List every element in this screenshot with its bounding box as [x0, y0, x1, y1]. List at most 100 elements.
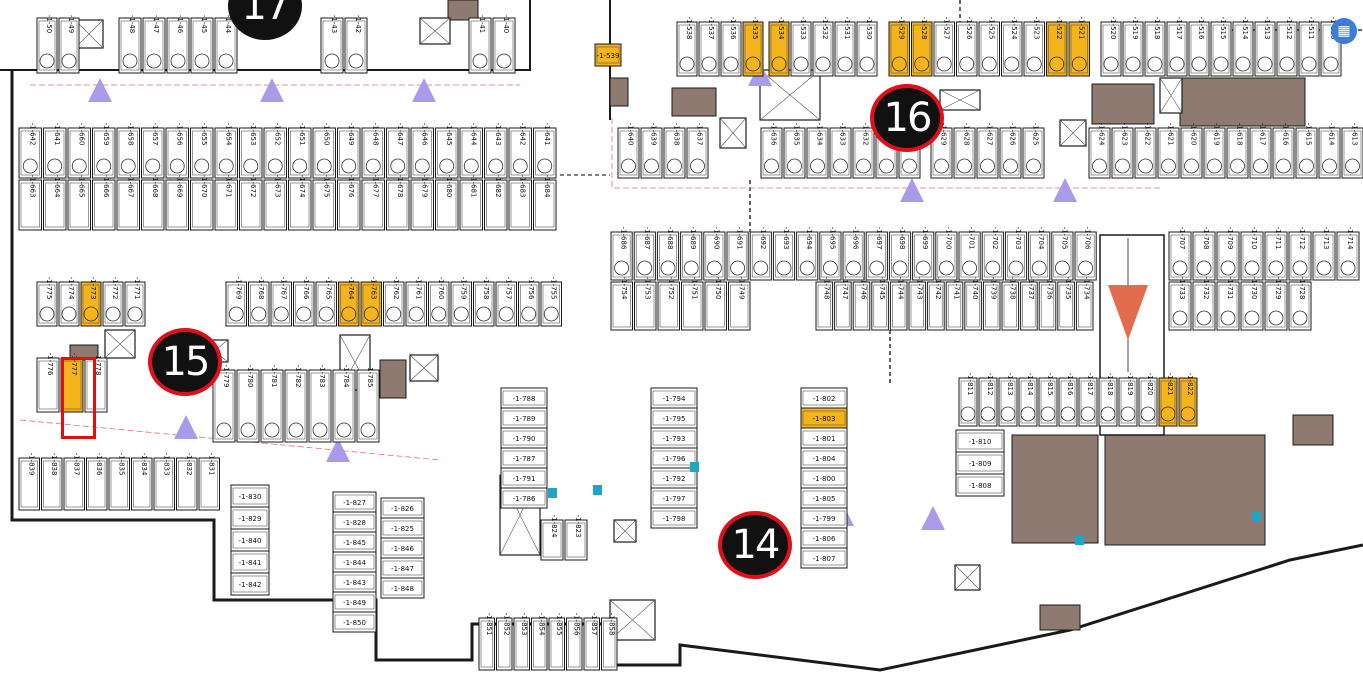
parking-space[interactable]: -1-813	[998, 373, 1018, 427]
parking-space[interactable]: -1-520	[1100, 17, 1122, 77]
parking-space[interactable]: -1-845	[332, 531, 377, 553]
parking-space[interactable]: -1-774	[58, 277, 80, 327]
parking-space[interactable]: -1-815	[1038, 373, 1058, 427]
parking-space[interactable]: -1-619	[1203, 123, 1226, 179]
parking-space[interactable]: -1-626	[999, 123, 1022, 179]
parking-space[interactable]: -1-49	[58, 15, 80, 74]
parking-space[interactable]: -1-645	[435, 123, 459, 179]
parking-space[interactable]: -1-697	[865, 227, 888, 281]
parking-space[interactable]: -1-746	[852, 277, 871, 331]
parking-space[interactable]: -1-676	[337, 175, 361, 231]
parking-space[interactable]: -1-671	[214, 175, 238, 231]
parking-space[interactable]: -1-756	[518, 277, 540, 327]
parking-space[interactable]: -1-729	[1264, 277, 1288, 331]
parking-space[interactable]: -1-539	[594, 43, 622, 67]
parking-space[interactable]: -1-702	[981, 227, 1004, 281]
parking-space[interactable]: -1-651	[288, 123, 312, 179]
parking-space[interactable]: -1-677	[361, 175, 385, 231]
parking-space[interactable]: -1-663	[18, 175, 42, 231]
parking-space[interactable]: -1-842	[230, 572, 270, 596]
parking-space[interactable]: -1-764	[338, 277, 360, 327]
parking-space[interactable]: -1-700	[935, 227, 958, 281]
parking-space[interactable]: -1-792	[650, 467, 698, 489]
parking-space[interactable]: -1-706	[1074, 227, 1097, 281]
parking-space[interactable]: -1-709	[1216, 227, 1240, 281]
parking-space[interactable]: -1-615	[1295, 123, 1318, 179]
parking-space[interactable]: -1-825	[380, 517, 425, 539]
parking-space[interactable]: -1-642	[508, 123, 532, 179]
parking-space[interactable]: -1-827	[332, 491, 377, 513]
parking-space[interactable]: -1-823	[564, 515, 588, 561]
parking-space[interactable]: -1-796	[650, 447, 698, 469]
parking-space[interactable]: -1-628	[953, 123, 976, 179]
parking-space[interactable]: -1-529	[888, 17, 910, 77]
parking-space[interactable]: -1-617	[1249, 123, 1272, 179]
parking-space[interactable]: -1-642	[18, 123, 42, 179]
parking-space[interactable]: -1-634	[806, 123, 829, 179]
parking-space[interactable]: -1-826	[380, 497, 425, 519]
parking-space[interactable]: -1-765	[315, 277, 337, 327]
parking-space[interactable]: -1-804	[800, 447, 848, 469]
parking-space[interactable]: -1-743	[908, 277, 927, 331]
parking-space[interactable]: -1-672	[239, 175, 263, 231]
parking-space[interactable]: -1-832	[176, 453, 198, 511]
parking-space[interactable]: -1-684	[533, 175, 557, 231]
parking-space[interactable]: -1-783	[308, 365, 332, 443]
parking-space[interactable]: -1-784	[332, 365, 356, 443]
parking-space[interactable]: -1-523	[1023, 17, 1045, 77]
parking-space[interactable]: -1-752	[657, 277, 680, 331]
parking-space[interactable]: -1-808	[955, 473, 1005, 497]
parking-space[interactable]: -1-848	[380, 577, 425, 599]
parking-space[interactable]: -1-44	[214, 15, 238, 74]
parking-space[interactable]: -1-538	[676, 17, 698, 77]
parking-space[interactable]: -1-791	[500, 467, 548, 489]
parking-space[interactable]: -1-788	[500, 387, 548, 409]
parking-space[interactable]: -1-793	[650, 427, 698, 449]
parking-space[interactable]: -1-699	[912, 227, 935, 281]
parking-space[interactable]: -1-649	[337, 123, 361, 179]
parking-space[interactable]: -1-632	[852, 123, 875, 179]
parking-space[interactable]: -1-513	[1254, 17, 1276, 77]
parking-space[interactable]: -1-512	[1276, 17, 1298, 77]
parking-space[interactable]: -1-838	[41, 453, 63, 511]
parking-space[interactable]: -1-531	[834, 17, 856, 77]
parking-space[interactable]: -1-742	[927, 277, 945, 331]
parking-space[interactable]: -1-744	[889, 277, 908, 331]
parking-space[interactable]: -1-665	[67, 175, 91, 231]
parking-space[interactable]: -1-515	[1210, 17, 1232, 77]
parking-space[interactable]: -1-776	[36, 353, 60, 413]
parking-space[interactable]: -1-713	[1312, 227, 1336, 281]
parking-space[interactable]: -1-767	[270, 277, 292, 327]
parking-space[interactable]: -1-638	[663, 123, 686, 179]
parking-space[interactable]: -1-807	[800, 547, 848, 569]
parking-space[interactable]: -1-844	[332, 551, 377, 573]
parking-space[interactable]: -1-772	[102, 277, 124, 327]
parking-space[interactable]: -1-739	[982, 277, 1001, 331]
parking-space[interactable]: -1-683	[508, 175, 532, 231]
parking-space[interactable]: -1-755	[540, 277, 562, 327]
parking-space[interactable]: -1-741	[945, 277, 964, 331]
parking-space[interactable]: -1-811	[958, 373, 978, 427]
parking-space[interactable]: -1-625	[1022, 123, 1045, 179]
parking-space[interactable]: -1-691	[726, 227, 749, 281]
parking-space[interactable]: -1-754	[610, 277, 633, 331]
parking-space[interactable]: -1-836	[86, 453, 108, 511]
parking-space[interactable]: -1-771	[124, 277, 146, 327]
parking-space[interactable]: -1-652	[263, 123, 287, 179]
parking-space[interactable]: -1-519	[1122, 17, 1144, 77]
parking-space[interactable]: -1-768	[248, 277, 270, 327]
parking-space[interactable]: -1-694	[796, 227, 819, 281]
parking-space[interactable]: -1-830	[230, 484, 270, 508]
parking-space[interactable]: -1-50	[36, 15, 58, 74]
parking-space[interactable]: -1-819	[1118, 373, 1138, 427]
parking-space[interactable]: -1-641	[533, 123, 557, 179]
parking-space[interactable]: -1-803	[800, 407, 848, 429]
parking-space[interactable]: -1-705	[1051, 227, 1074, 281]
parking-space[interactable]: -1-853	[513, 613, 530, 671]
parking-space[interactable]: -1-674	[288, 175, 312, 231]
parking-space[interactable]: -1-843	[332, 571, 377, 593]
parking-space[interactable]: -1-623	[1111, 123, 1134, 179]
parking-space[interactable]: -1-635	[783, 123, 806, 179]
parking-space[interactable]: -1-622	[1134, 123, 1157, 179]
parking-space[interactable]: -1-525	[978, 17, 1000, 77]
